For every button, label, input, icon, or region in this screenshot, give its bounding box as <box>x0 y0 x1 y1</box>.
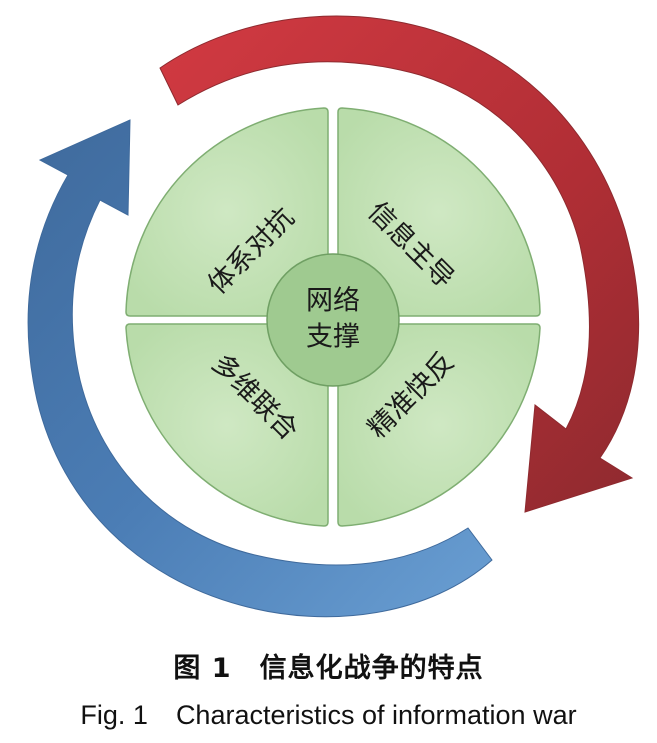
figure-caption-en: Fig. 1 Characteristics of information war <box>0 700 657 731</box>
red-arrow <box>159 15 640 513</box>
figure-number-en: Fig. 1 <box>80 700 148 730</box>
figure-caption-cn: 图 1 信息化战争的特点 <box>0 646 657 685</box>
figure-number-cn: 图 1 <box>173 653 232 684</box>
figure-title-cn: 信息化战争的特点 <box>259 653 484 684</box>
center-label-line1: 网络 <box>306 286 360 317</box>
center-circle <box>266 253 400 387</box>
blue-arrow <box>27 119 493 618</box>
figure-title-en: Characteristics of information war <box>175 700 577 730</box>
information-war-diagram: 体系对抗 信息主导 多维联合 精准快反 网络 支撑 <box>27 15 640 618</box>
center-label-line2: 支撑 <box>306 322 360 353</box>
